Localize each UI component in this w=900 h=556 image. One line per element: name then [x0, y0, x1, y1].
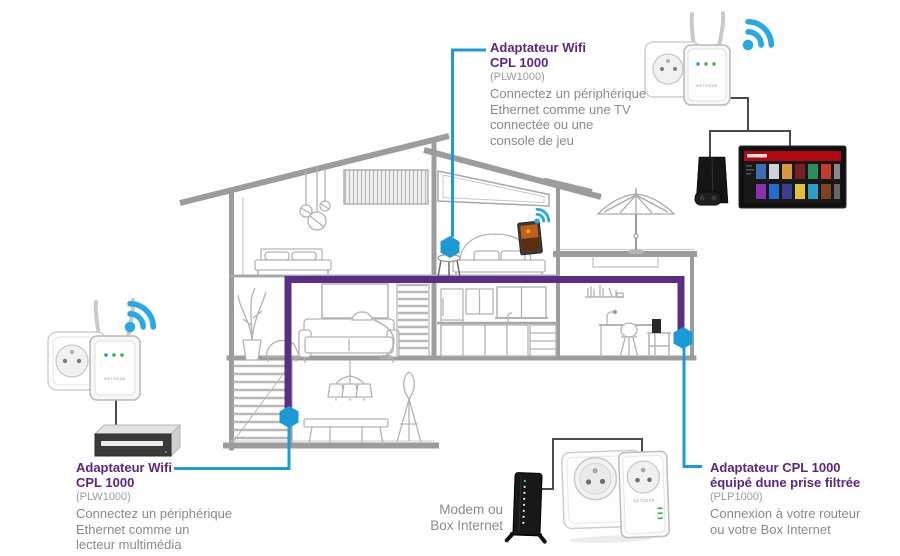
- connector-left: [174, 427, 291, 470]
- callout-title: Adaptateur Wifi: [76, 460, 172, 475]
- wifi-adapter-left: NETGEAR: [47, 298, 141, 401]
- led-blue: [696, 62, 700, 66]
- wifi-icon-top-right: [733, 17, 776, 60]
- callout-model: (PLW1000): [76, 491, 131, 503]
- callout-desc: Ethernet comme un: [76, 521, 190, 537]
- plc-node-bedroom: [440, 236, 460, 258]
- lower-room: [232, 360, 422, 445]
- cpl-adapter-bottom-right: NETGEAR: [561, 449, 671, 543]
- led-green: [704, 62, 708, 66]
- ethernet-line-modem: [541, 438, 643, 490]
- callout-title: Adaptateur CPL 1000: [710, 460, 841, 475]
- callout-model: (PLP1000): [710, 491, 763, 503]
- callout-desc: ou votre Box Internet: [710, 521, 831, 537]
- antennas: [689, 11, 726, 49]
- bedroom-left: [254, 166, 332, 276]
- led-green: [120, 353, 124, 357]
- callout-title: équipé dune prise filtrée: [710, 475, 861, 490]
- kitchen: [437, 286, 558, 357]
- ethernet-cables: [115, 97, 791, 490]
- plc-node-lower: [279, 406, 299, 428]
- living-room: [237, 281, 430, 363]
- bedroom-right: [452, 220, 546, 277]
- brand-label: NETGEAR: [633, 498, 655, 504]
- wifi-adapter-top-right: NETGEAR: [644, 11, 731, 106]
- modem-label-line1: Modem ou: [439, 502, 503, 517]
- media-player: [93, 423, 182, 458]
- tv-banner: [744, 151, 841, 161]
- callout-desc: Connectez un périphérique: [490, 86, 647, 101]
- callout-connectors: [174, 48, 702, 470]
- brand-label: NETGEAR: [696, 83, 717, 88]
- roof: [179, 133, 602, 207]
- callout-title: Adaptateur Wifi: [490, 40, 586, 55]
- office: [585, 285, 671, 358]
- callout-desc: connectée ou une: [490, 117, 594, 132]
- callout-cpl-right: Adaptateur CPL 1000 équipé dune prise fi…: [710, 460, 860, 537]
- brand-label: NETGEAR: [104, 376, 125, 381]
- game-controller: [694, 191, 722, 206]
- tv-thumbnails: [756, 164, 840, 199]
- callout-wifi-left: Adaptateur Wifi CPL 1000 (PLW1000) Conne…: [76, 460, 232, 553]
- game-console: [694, 156, 729, 206]
- callout-title: CPL 1000: [76, 475, 135, 490]
- clerestory-roof: [343, 169, 429, 205]
- callout-desc: Ethernet comme une TV: [490, 101, 631, 117]
- connector-right: [682, 348, 702, 468]
- led-green: [712, 62, 716, 66]
- terrace-umbrella: [596, 188, 676, 254]
- callout-desc: Connexion à votre routeur: [710, 506, 861, 521]
- modem: [504, 472, 547, 544]
- callout-title: CPL 1000: [490, 55, 549, 70]
- modem-label: Modem ou Box Internet: [383, 502, 503, 534]
- connector-top: [451, 48, 486, 237]
- stairs-upper: [396, 281, 430, 356]
- plc-node-office: [673, 327, 693, 349]
- callout-desc: Connectez un périphérique: [76, 506, 233, 521]
- led-blue: [104, 353, 108, 357]
- callout-desc: console de jeu: [490, 132, 574, 148]
- tv: [738, 145, 847, 209]
- plc-nodes: [279, 236, 693, 428]
- callout-model: (PLW1000): [490, 71, 545, 83]
- gable-window: [437, 170, 550, 207]
- modem-label-line2: Box Internet: [430, 518, 503, 533]
- led-green: [112, 353, 116, 357]
- tablet: [517, 220, 543, 256]
- stairs-lower: [232, 364, 290, 443]
- callout-wifi-top: Adaptateur Wifi CPL 1000 (PLW1000) Conne…: [490, 40, 646, 148]
- ethernet-line-tv: [709, 97, 791, 157]
- callout-desc: lecteur multimédia: [76, 537, 182, 552]
- powerline-cable: [284, 276, 685, 409]
